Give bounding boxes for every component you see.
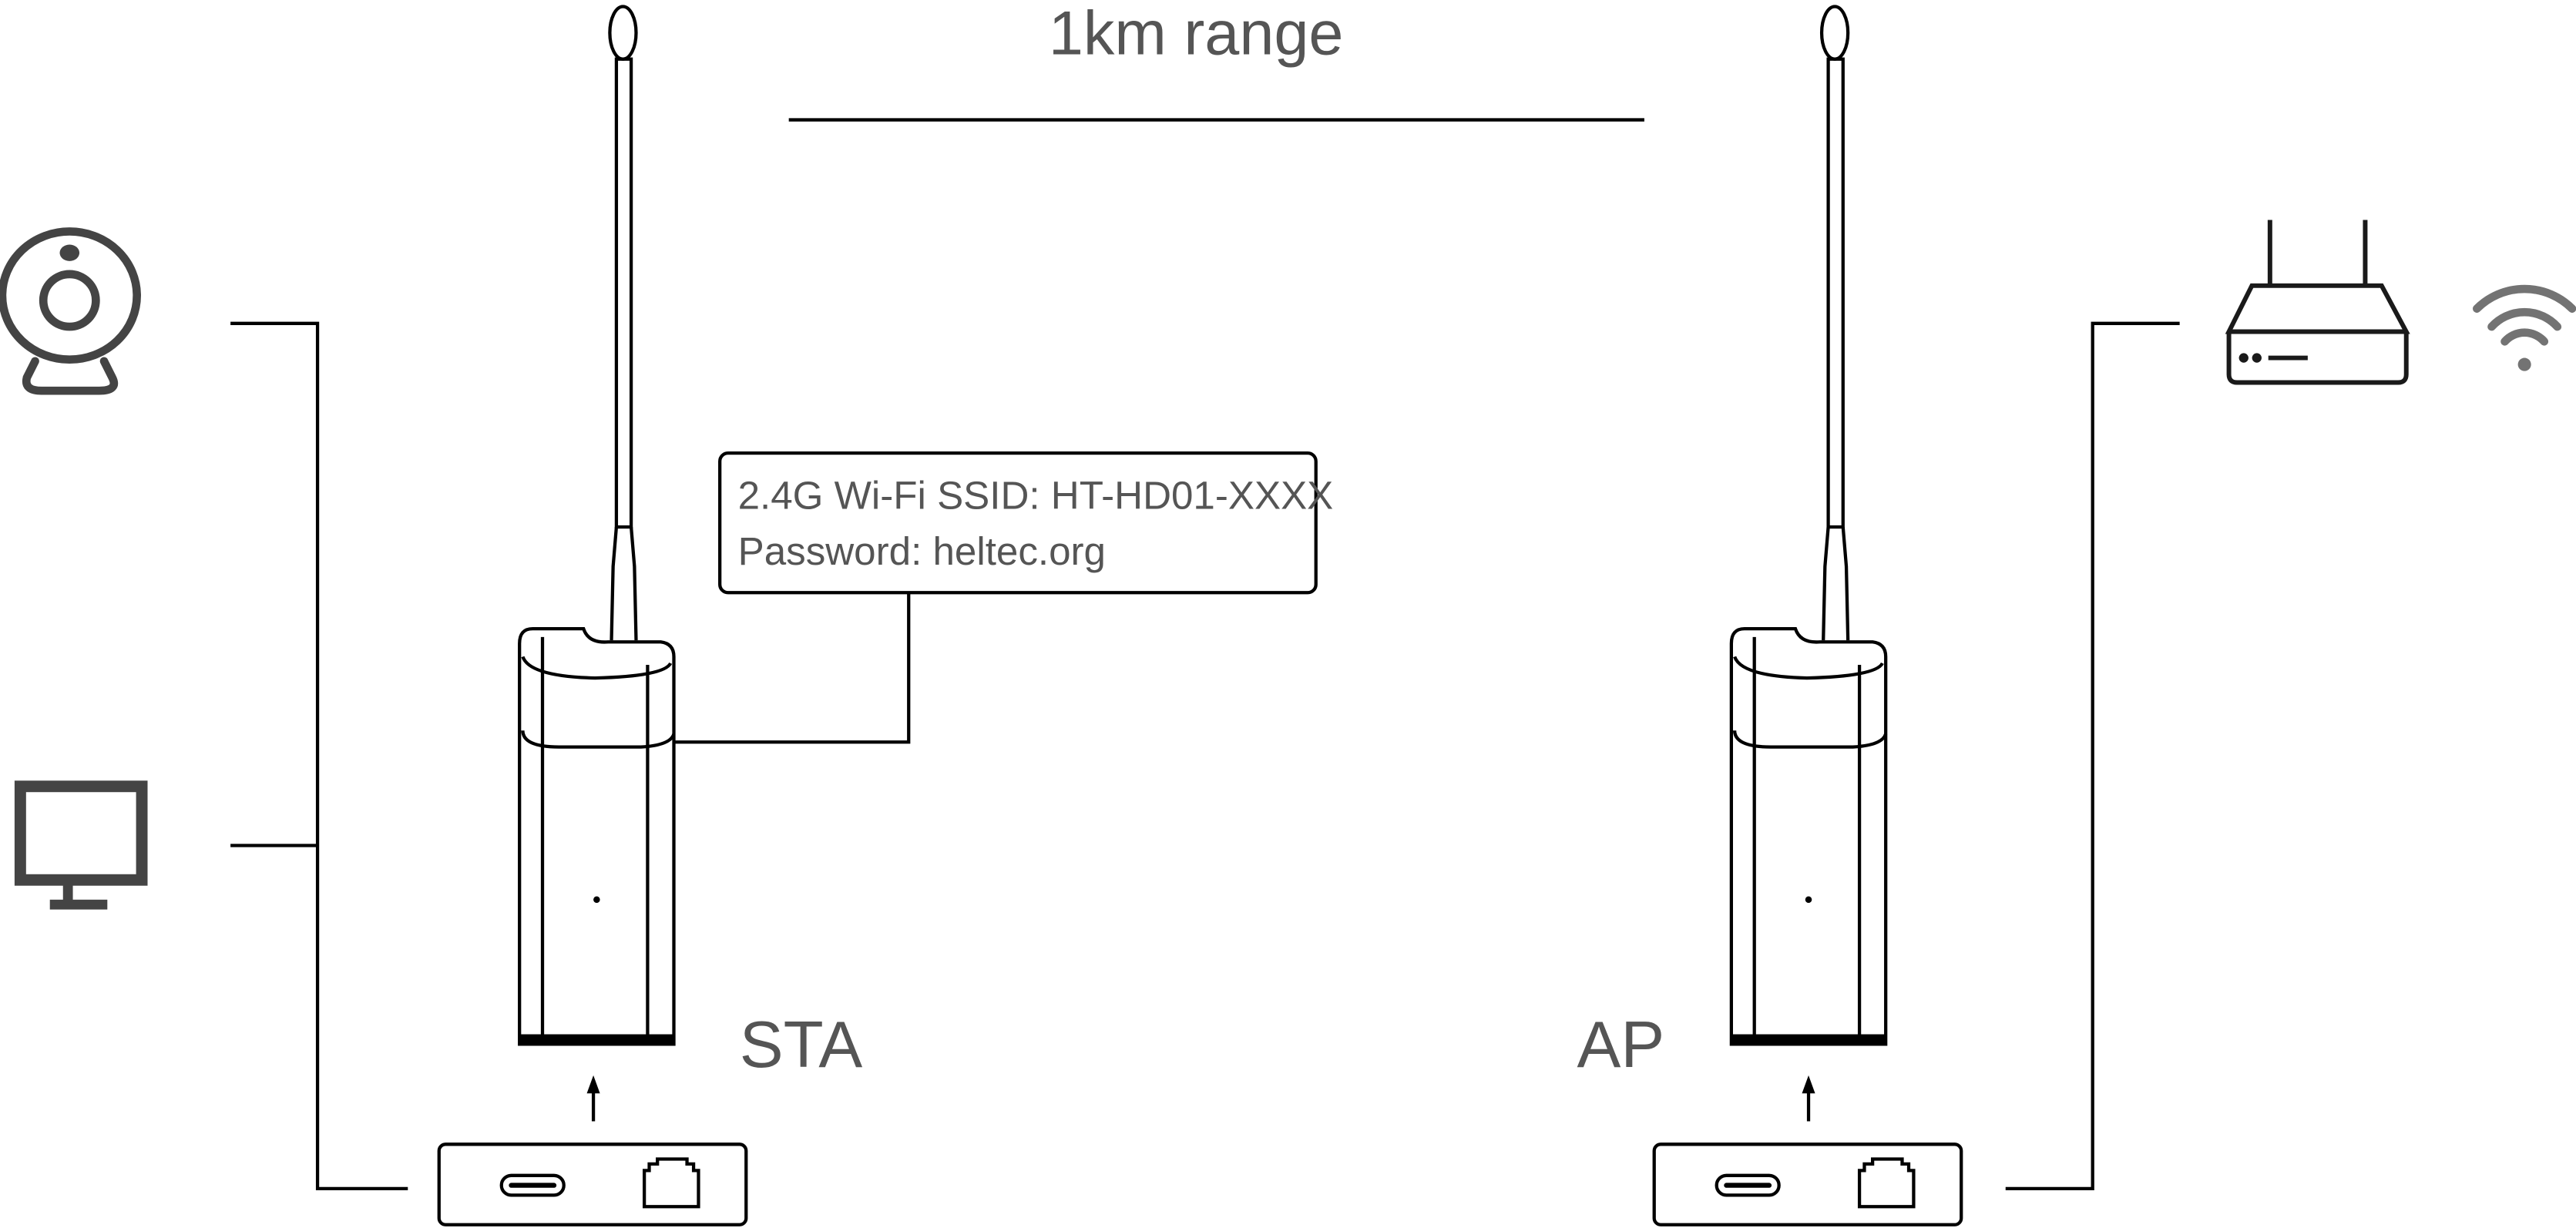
sta-device — [518, 5, 676, 1046]
ap-base-board — [1652, 1142, 1963, 1226]
usb-c-port-icon — [1715, 1173, 1781, 1197]
ssid-text: 2.4G Wi-Fi SSID: HT-HD01-XXXX — [738, 474, 1334, 518]
usb-c-port-icon — [499, 1173, 566, 1197]
wifi-credentials-callout: 2.4G Wi-Fi SSID: HT-HD01-XXXX Password: … — [673, 451, 1334, 744]
router-icon — [2225, 220, 2410, 385]
ap-label: AP — [1577, 1008, 1665, 1082]
webcam-icon — [0, 227, 141, 395]
antenna-icon — [608, 5, 638, 641]
ap-device — [1729, 5, 1888, 1046]
right-wiring — [2005, 321, 2180, 1190]
arrow-up-icon — [1802, 1075, 1815, 1122]
monitor-icon — [14, 780, 148, 910]
antenna-icon — [1819, 5, 1850, 641]
left-wiring — [230, 321, 408, 1190]
sta-label: STA — [740, 1008, 863, 1082]
sta-base-board — [437, 1142, 748, 1226]
password-text: Password: heltec.org — [738, 529, 1106, 573]
range-label: 1km range — [1049, 0, 1344, 68]
ethernet-port-icon — [643, 1157, 700, 1209]
ethernet-port-icon — [1857, 1157, 1916, 1209]
arrow-up-icon — [586, 1075, 600, 1122]
wifi-icon — [2473, 284, 2576, 371]
